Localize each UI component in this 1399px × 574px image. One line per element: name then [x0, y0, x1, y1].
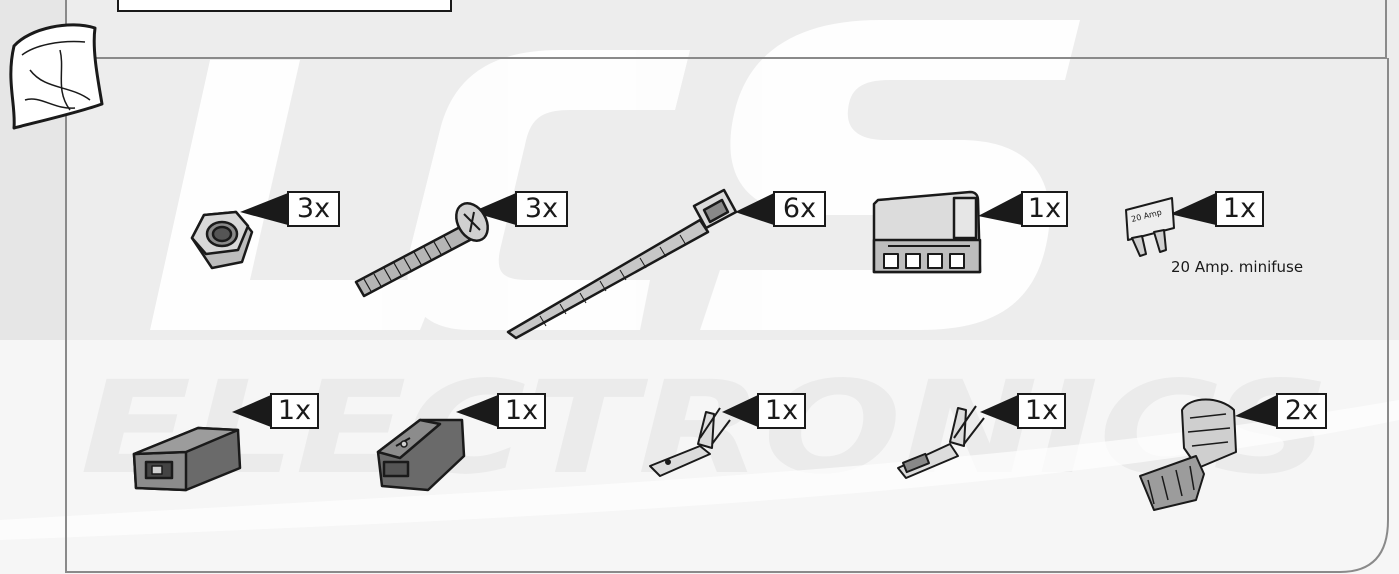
top-label-box — [117, 0, 452, 12]
connector-housing-icon — [872, 190, 982, 274]
qty-label-scotchlok: 2x — [1276, 393, 1327, 429]
male-housing-icon — [376, 418, 466, 492]
swoosh — [0, 400, 1399, 540]
qty-label-male-terminal: 1x — [757, 393, 806, 429]
fuse-caption: 20 Amp. minifuse — [1171, 258, 1304, 276]
hex-nut-icon — [190, 210, 254, 270]
qty-label-female-terminal: 1x — [1017, 393, 1066, 429]
cable-tie-icon — [506, 188, 738, 340]
screw-icon — [354, 202, 489, 298]
qty-label-nut: 3x — [287, 191, 340, 227]
leader-pointers — [232, 193, 1277, 427]
male-terminal-icon — [649, 407, 731, 477]
female-housing-icon — [132, 426, 242, 492]
qty-label-female-housing: 1x — [270, 393, 319, 429]
scotchlok-connector-icon — [1139, 398, 1237, 511]
qty-label-male-housing: 1x — [497, 393, 546, 429]
female-terminal-icon — [897, 405, 985, 479]
qty-label-screw: 3x — [515, 191, 568, 227]
qty-label-fuse: 1x — [1215, 191, 1264, 227]
minifuse-icon: 20 Amp — [1125, 197, 1175, 257]
qty-label-cable-tie: 6x — [773, 191, 826, 227]
qty-label-connector-housing: 1x — [1021, 191, 1068, 227]
plastic-bag-icon — [9, 23, 104, 130]
